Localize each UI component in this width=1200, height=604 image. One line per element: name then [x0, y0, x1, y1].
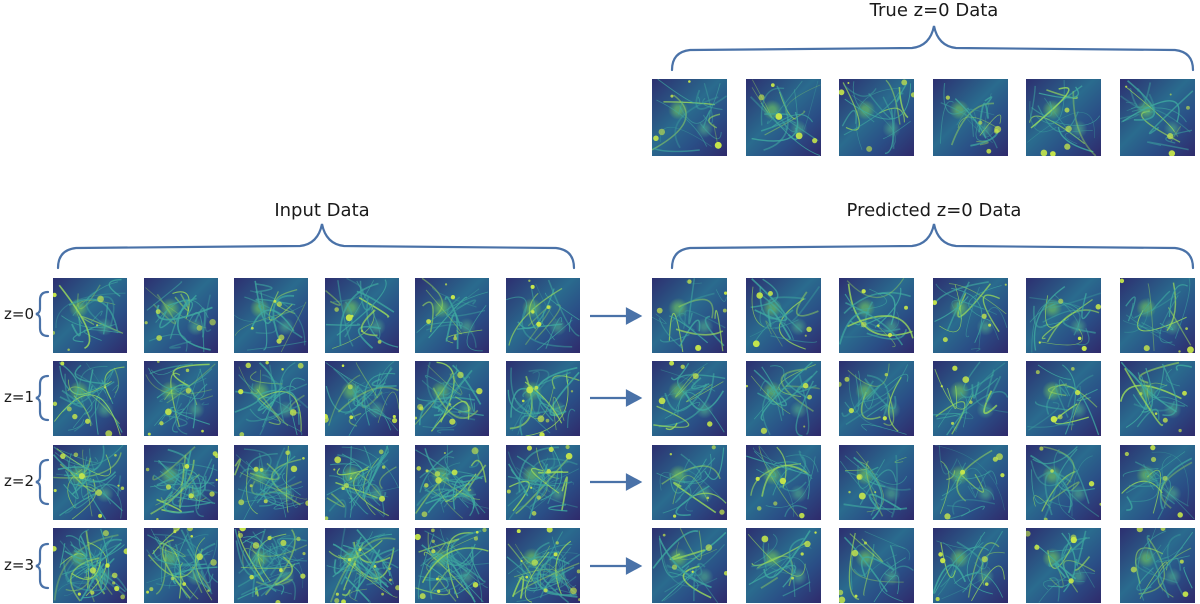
true-data-bracket [670, 25, 1195, 72]
predicted-data-tile [1119, 445, 1195, 520]
input-data-tile [324, 361, 399, 436]
predicted-data-tile [1026, 361, 1101, 436]
input-data-tile [505, 278, 580, 353]
true-data-tile [1026, 79, 1101, 156]
z-label-2: z=2 [4, 472, 34, 490]
predicted-data-tile [1119, 528, 1195, 603]
input-data-tile [415, 278, 489, 353]
predicted-data-tile [839, 278, 914, 353]
z-label-1: z=1 [4, 388, 34, 406]
predicted-data-tile [745, 361, 821, 436]
true-data-tile [932, 79, 1008, 156]
predicted-data-label: Predicted z=0 Data [846, 200, 1022, 221]
input-data-tile [505, 445, 580, 520]
predicted-data-tile [745, 528, 821, 603]
true-data-tile [839, 79, 914, 156]
predicted-data-tile [652, 445, 727, 520]
true-data-tile [652, 79, 727, 156]
predicted-data-tile [1026, 445, 1101, 520]
true-data-tile [1119, 79, 1195, 156]
predicted-data-tile [1119, 361, 1195, 436]
input-data-tile [53, 528, 127, 603]
input-data-tile [143, 445, 218, 520]
arrow-z2-head [625, 473, 643, 491]
arrow-z0-head [625, 307, 643, 325]
predicted-data-tile [1119, 278, 1195, 353]
arrow-z1-head [625, 389, 643, 407]
true-data-tile [745, 79, 821, 156]
arrow-z3-head [625, 557, 643, 575]
true-data-label: True z=0 Data [869, 0, 999, 21]
predicted-data-tile [932, 361, 1008, 436]
input-data-tile [53, 445, 127, 520]
input-data-tile [324, 278, 399, 353]
input-data-tile [505, 528, 580, 603]
input-data-tile [234, 361, 308, 436]
input-data-tile [234, 528, 308, 603]
input-data-tile [505, 361, 580, 436]
input-data-tile [415, 528, 489, 603]
z0-brace [35, 290, 50, 338]
predicted-data-tile [745, 278, 821, 353]
input-data-tile [143, 528, 218, 603]
input-data-tile [415, 445, 489, 520]
predicted-data-tile [839, 445, 914, 520]
input-data-tile [324, 445, 399, 520]
z-label-0: z=0 [4, 305, 34, 323]
z-label-3: z=3 [4, 556, 34, 574]
input-data-bracket [56, 223, 576, 270]
input-data-tile [234, 278, 308, 353]
input-data-tile [143, 361, 218, 436]
predicted-data-tile [932, 528, 1008, 603]
input-data-tile [53, 361, 127, 436]
predicted-data-tile [745, 445, 821, 520]
predicted-data-tile [652, 361, 727, 436]
input-data-label: Input Data [274, 200, 370, 221]
predicted-data-bracket [670, 223, 1195, 270]
input-data-tile [415, 361, 489, 436]
z3-brace [35, 542, 50, 590]
input-data-tile [53, 278, 127, 353]
predicted-data-tile [932, 445, 1008, 520]
predicted-data-tile [652, 278, 727, 353]
predicted-data-tile [839, 361, 914, 436]
input-data-tile [324, 528, 399, 603]
predicted-data-tile [932, 278, 1008, 353]
predicted-data-tile [1026, 528, 1101, 603]
predicted-data-tile [839, 528, 914, 603]
z2-brace [35, 458, 50, 506]
input-data-tile [143, 278, 218, 353]
z1-brace [35, 374, 50, 422]
predicted-data-tile [652, 528, 727, 603]
input-data-tile [234, 445, 308, 520]
predicted-data-tile [1026, 278, 1101, 353]
